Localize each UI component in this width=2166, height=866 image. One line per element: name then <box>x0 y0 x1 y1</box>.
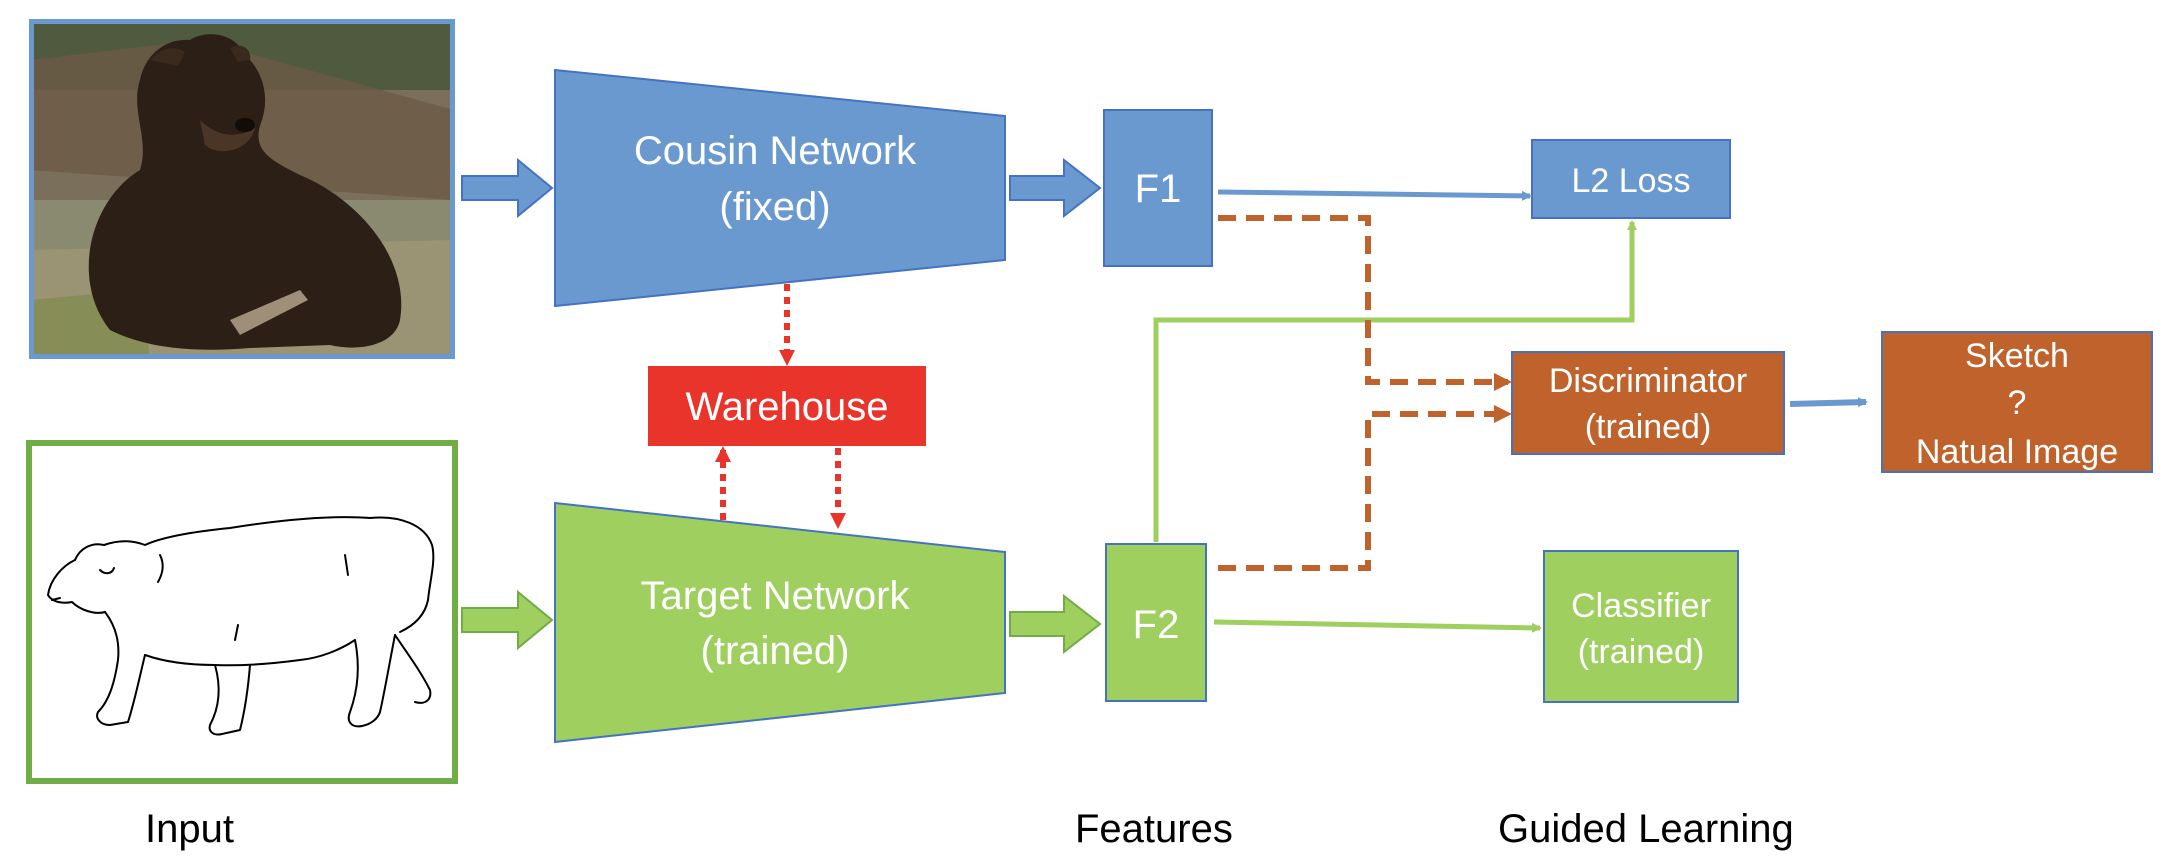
l2-loss: L2 Loss <box>1531 139 1731 219</box>
output-label-natural: Natual Image <box>1916 433 2118 471</box>
output-sketch-or-natural: Sketch ? Natual Image <box>1881 331 2153 473</box>
connector-f2-to-discriminator <box>1218 405 1512 571</box>
cousin-network-label: Cousin Network <box>634 129 917 173</box>
discriminator-label: Discriminator <box>1549 362 1747 400</box>
arrow-cousin-to-f1 <box>1009 157 1102 219</box>
feature-f1: F1 <box>1103 109 1213 267</box>
warehouse: Warehouse <box>648 366 926 446</box>
output-label-sketch: Sketch <box>1965 337 2069 375</box>
target-network: Target Network (trained) <box>554 501 1006 744</box>
caption-input: Input <box>145 807 234 851</box>
caption-features: Features <box>1075 807 1233 851</box>
output-label-question: ? <box>2008 384 2027 422</box>
classifier-label: Classifier <box>1571 587 1711 625</box>
connector-discriminator-to-output <box>1789 397 1868 408</box>
discriminator-sublabel: (trained) <box>1585 408 1712 446</box>
connector-f1-to-l2loss <box>1217 189 1532 201</box>
bear-photo <box>29 19 455 359</box>
discriminator: Discriminator (trained) <box>1511 351 1785 455</box>
cousin-network-sublabel: (fixed) <box>719 185 830 229</box>
target-network-sublabel: (trained) <box>701 629 850 673</box>
arrow-target-to-f2 <box>1009 593 1102 655</box>
f2-label: F2 <box>1133 603 1180 647</box>
caption-guided-learning: Guided Learning <box>1498 807 1794 851</box>
f1-label: F1 <box>1135 167 1182 211</box>
connector-f2-to-classifier <box>1213 619 1542 633</box>
classifier: Classifier (trained) <box>1543 550 1739 703</box>
feature-f2: F2 <box>1105 543 1207 702</box>
cousin-network: Cousin Network (fixed) <box>554 68 1006 308</box>
l2-loss-label: L2 Loss <box>1571 162 1690 200</box>
warehouse-label: Warehouse <box>685 385 888 429</box>
target-network-label: Target Network <box>641 574 911 618</box>
arrow-sketch-to-target <box>461 589 554 651</box>
connector-f1-to-discriminator <box>1218 215 1512 391</box>
sketch-image <box>26 440 458 784</box>
classifier-sublabel: (trained) <box>1578 633 1705 671</box>
connector-f2-to-l2loss <box>1153 220 1637 542</box>
arrow-bear-to-cousin <box>461 157 554 219</box>
